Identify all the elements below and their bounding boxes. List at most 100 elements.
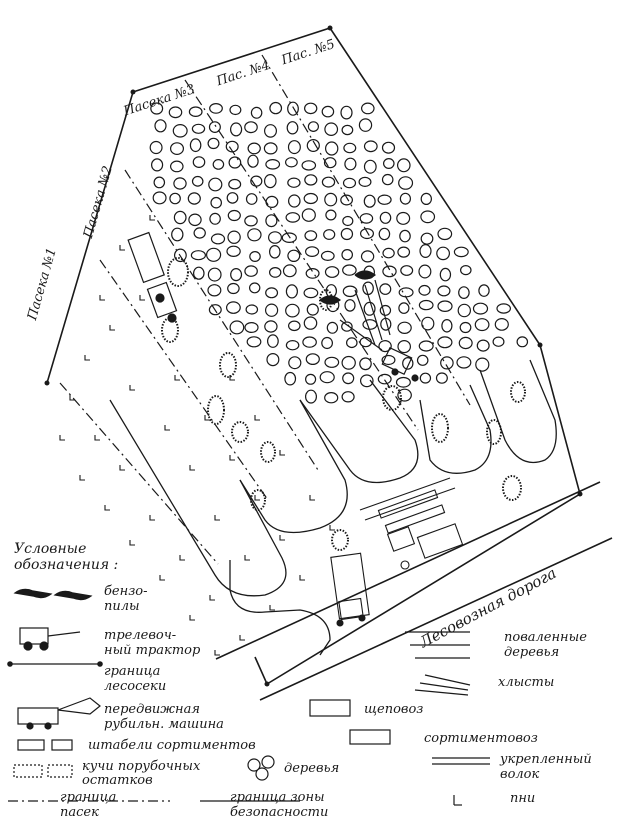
tree-crown	[437, 285, 451, 297]
tree-crown	[341, 391, 355, 403]
tree-crown	[304, 102, 318, 115]
slash-pile	[382, 385, 402, 411]
road-edge-lower	[259, 537, 613, 701]
tree-crown	[150, 102, 164, 115]
tree-crown	[340, 227, 354, 241]
tree-crown	[227, 282, 240, 295]
tree-crown	[230, 268, 243, 282]
tree-crown	[168, 106, 183, 119]
tree-crown	[377, 373, 392, 385]
tree-crown	[189, 138, 202, 153]
tree-crown	[170, 142, 185, 156]
tree-crown	[153, 176, 166, 189]
stump-mark	[129, 540, 135, 546]
stump-mark	[139, 295, 145, 301]
tree-crown	[244, 121, 258, 134]
tree-crown	[457, 303, 471, 318]
stump-mark	[244, 555, 250, 561]
tree-crown	[358, 118, 373, 132]
tree-crown	[359, 357, 372, 371]
tree-crown	[439, 267, 452, 282]
chipper-icon	[17, 707, 59, 725]
legend-stumps: пни	[510, 791, 536, 806]
stump-mark	[309, 495, 315, 501]
tree-crown	[340, 194, 354, 206]
stump-mark	[209, 595, 215, 601]
tree-crown	[416, 354, 429, 366]
tree-crown	[246, 336, 262, 348]
tree-crown	[287, 177, 301, 188]
stump-mark	[119, 245, 125, 251]
tree-crown	[421, 316, 435, 331]
tree-crown	[268, 245, 281, 259]
tree-crown	[248, 282, 261, 294]
slash-pile	[250, 489, 266, 511]
tree-crown	[395, 376, 411, 388]
stump-mark	[164, 425, 170, 431]
tree-crown	[435, 372, 448, 384]
felled-tree-icon	[405, 631, 470, 659]
tree-crown	[225, 140, 239, 153]
tree-crown	[380, 317, 392, 331]
tree-crown	[264, 124, 278, 138]
tree-crown	[267, 334, 279, 348]
tree-crown	[363, 194, 376, 208]
tree-crown	[363, 140, 378, 153]
tree-crown	[263, 174, 277, 189]
tree-crown	[244, 322, 259, 334]
tree-crown	[250, 106, 263, 119]
legend-boundary: граница лесосеки	[104, 664, 167, 694]
slash-pile	[167, 257, 189, 287]
tree-crown	[207, 284, 222, 297]
tree-crown	[342, 177, 357, 189]
slash-pile	[161, 317, 179, 343]
tree-crown	[400, 265, 414, 276]
stump-mark	[174, 375, 180, 381]
tree-crown	[187, 192, 201, 205]
stump-mark	[239, 635, 245, 641]
tree-crown	[382, 158, 395, 170]
tree-crown	[343, 142, 357, 154]
chainsaw-icon	[13, 588, 53, 599]
tree-crown	[378, 340, 392, 353]
tree-crown	[263, 142, 278, 155]
tree-crown	[306, 139, 320, 153]
tree-crown	[193, 266, 205, 280]
tree-crown	[459, 265, 472, 276]
tree-crown	[225, 301, 241, 314]
tree-crown	[381, 141, 396, 154]
legend-chainsaws: бензо- пилы	[104, 584, 148, 614]
tree-crowns	[149, 101, 529, 404]
stump-mark	[104, 505, 110, 511]
tree-crown	[247, 154, 259, 168]
tree-crown	[379, 211, 392, 224]
tree-crown	[377, 194, 392, 205]
stump-mark	[129, 385, 135, 391]
tree-crown	[305, 353, 320, 366]
stump-mark	[204, 415, 210, 421]
tree-crown	[305, 268, 320, 279]
tree-crown	[190, 250, 206, 261]
slash-pile	[331, 529, 349, 551]
tree-crown	[474, 318, 490, 332]
tree-crown	[192, 156, 206, 169]
stump-marks	[59, 215, 335, 656]
legend-plot-border: граница пасек	[60, 790, 117, 820]
tree-crown	[359, 336, 372, 348]
tree-crown	[325, 284, 337, 298]
tree-crown	[398, 287, 414, 298]
tree-crown	[396, 158, 411, 173]
tree-crown	[397, 340, 411, 354]
tree-crown	[494, 318, 509, 331]
tree-crown	[172, 124, 188, 138]
stump-mark	[229, 455, 235, 461]
tree-crown	[437, 227, 453, 241]
tree-crown	[286, 121, 299, 135]
tree-crown	[301, 160, 317, 171]
tree-crown	[207, 267, 222, 282]
tree-crown	[230, 122, 243, 137]
stump-mark	[179, 555, 185, 561]
stump-mark	[189, 465, 195, 471]
slash-pile	[510, 381, 526, 403]
stump-mark	[254, 415, 260, 421]
